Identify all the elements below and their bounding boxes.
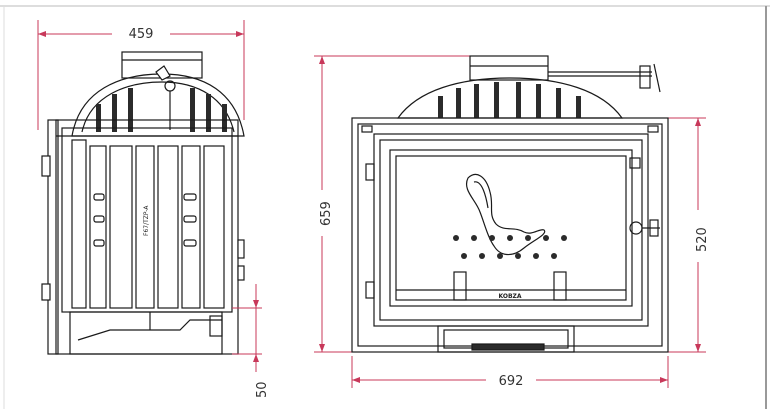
dimension-total-height	[314, 55, 470, 353]
front-door-handle	[629, 157, 660, 237]
dimension-bottom-offset	[232, 284, 262, 372]
model-code-label: F67/TZP-A	[143, 205, 150, 236]
dimension-label-side-width: 459	[129, 27, 154, 42]
side-dome-ribs	[96, 88, 227, 132]
dimension-label-right-height: 520	[695, 227, 710, 252]
front-ash-drawer	[437, 325, 575, 353]
side-ash-section	[69, 311, 223, 355]
dimension-label-front-width: 692	[499, 374, 524, 389]
side-body	[55, 119, 239, 355]
front-view: 659 520 692	[314, 55, 710, 389]
front-glass-window	[389, 149, 633, 307]
front-dome-ribs	[438, 82, 581, 118]
side-view: 459	[37, 20, 270, 398]
side-vertical-panels	[71, 139, 225, 309]
front-dome	[396, 77, 624, 119]
front-top-collar	[469, 55, 549, 81]
brand-label: KOBZA	[498, 293, 521, 300]
dimension-label-bottom-offset: 50	[255, 381, 270, 398]
front-hinges	[365, 163, 375, 299]
front-grate-foot-left	[453, 271, 467, 301]
side-slot-handles	[93, 193, 197, 247]
front-grate-foot-right	[553, 271, 567, 301]
dimension-side-width	[37, 20, 245, 130]
front-flame-shape	[466, 173, 546, 256]
front-vent-dots	[453, 235, 567, 259]
side-left-plate	[47, 119, 59, 355]
dimension-front-width	[351, 356, 669, 388]
front-lever	[548, 63, 661, 93]
dimension-right-height	[664, 117, 706, 353]
dimension-label-total-height: 659	[319, 201, 334, 226]
